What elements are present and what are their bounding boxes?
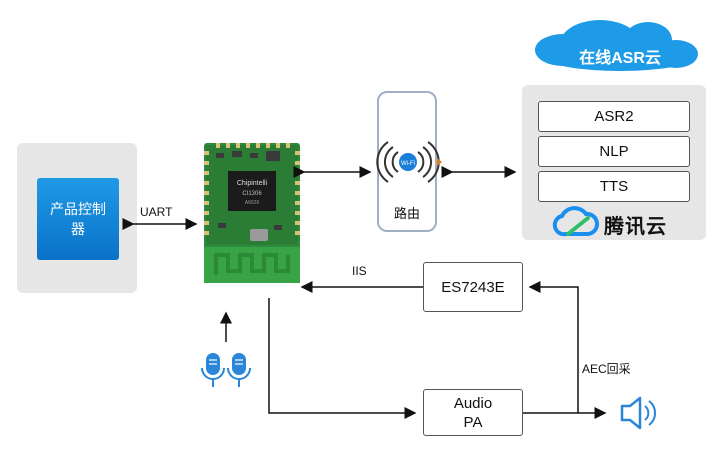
product-control-box: 产品控制器 [37, 178, 119, 260]
cloud-title: 在线ASR云 [579, 50, 661, 67]
service-asr2: ASR2 [538, 101, 690, 132]
tencent-cloud-label: 腾讯云 [604, 216, 667, 238]
uart-label: UART [140, 205, 173, 219]
iis-label: IIS [352, 264, 367, 278]
audio-pa-line2: PA [463, 413, 483, 431]
codec-es7243e: ES7243E [423, 262, 523, 312]
audio-pa-line1: Audio [453, 394, 493, 412]
aec-label: AEC回采 [582, 362, 631, 376]
module-code: A6626 [245, 200, 260, 206]
service-nlp: NLP [538, 136, 690, 167]
service-tts: TTS [538, 171, 690, 202]
module-brand: Chipintelli [237, 180, 268, 187]
svg-text:Wi-Fi: Wi-Fi [401, 161, 415, 167]
audio-pa-box: Audio PA [423, 389, 523, 436]
voice-module-icon: Chipintelli CI1306 A6626 [204, 143, 300, 283]
module-model: CI1306 [242, 191, 262, 197]
router-label: 路由 [393, 206, 420, 221]
